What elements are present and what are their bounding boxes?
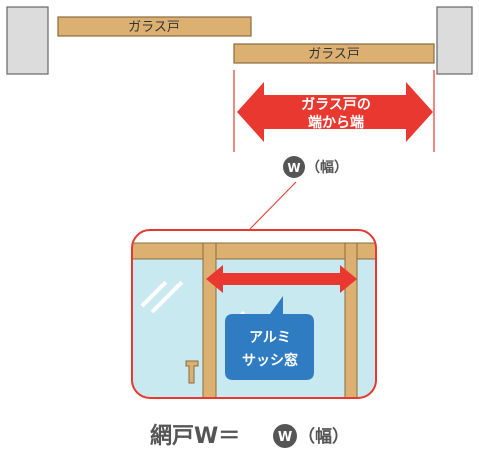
width-badge-letter: W — [287, 161, 300, 175]
window-mullion-right — [344, 242, 358, 398]
right-wall — [436, 6, 473, 75]
detail-view-border — [131, 229, 377, 399]
sash-callout-line1: アルミ — [249, 330, 291, 346]
double-arrow-glass-edge — [237, 82, 433, 142]
width-badge-circle — [283, 156, 305, 178]
glass-door-right-label: ガラス戸 — [308, 47, 360, 62]
formula-badge-letter: W — [278, 430, 292, 445]
arrow-label-line2: 端から端 — [308, 114, 364, 131]
width-badge-label: （幅） — [306, 159, 348, 176]
formula-suffix: （幅） — [298, 426, 349, 447]
glass-door-right — [233, 43, 435, 64]
window-top-frame — [132, 242, 376, 260]
glass-door-left-label: ガラス戸 — [128, 20, 180, 35]
double-arrow-sash — [206, 265, 357, 293]
left-wall — [6, 6, 49, 75]
arrow-label-line1: ガラス戸の — [301, 97, 371, 113]
glass-reflection — [140, 280, 168, 308]
sash-callout-line2: サッシ窓 — [242, 352, 298, 369]
detail-connector-line — [248, 181, 297, 231]
sash-callout — [225, 296, 314, 380]
formula-badge-circle — [273, 424, 297, 448]
formula-prefix: 網戸W＝ — [150, 423, 240, 449]
door-handle-icon — [185, 360, 199, 384]
glass-door-left — [57, 16, 252, 37]
window-mullion-left — [202, 242, 217, 398]
